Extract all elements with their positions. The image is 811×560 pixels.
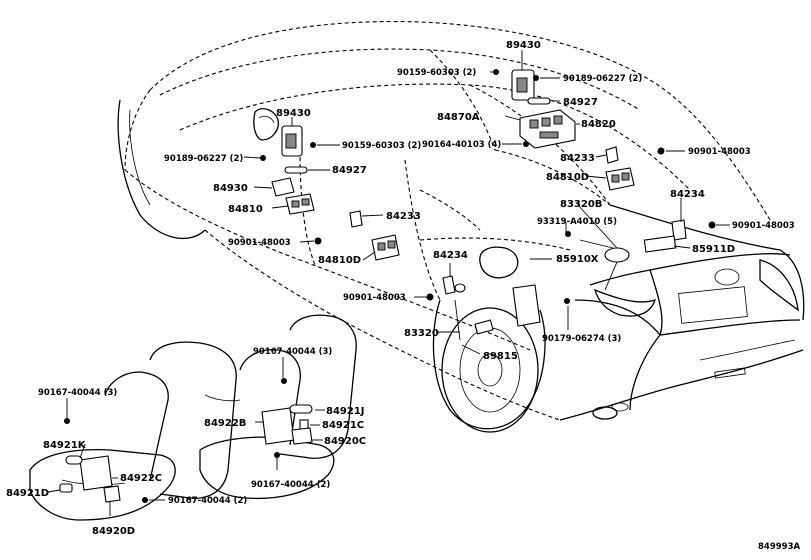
label-90901-48003-left: 90901-48003 (228, 238, 291, 248)
part-84921K (65, 455, 83, 465)
label-84927-top: 84927 (563, 97, 598, 108)
part-84233-top (605, 146, 619, 164)
bolt-icon (260, 155, 266, 161)
label-84234-mid: 84234 (433, 250, 468, 261)
label-84233-mid: 84233 (386, 211, 421, 222)
label-90167-40044-d: 90167-40044 (2) (168, 496, 247, 506)
car-body-outline (117, 21, 805, 433)
label-84820: 84820 (581, 119, 616, 130)
part-84920D (103, 485, 121, 503)
part-84233-mid (349, 210, 363, 228)
label-89430-left: 89430 (276, 108, 311, 119)
label-90179-06274: 90179-06274 (3) (542, 334, 621, 344)
parts (59, 69, 687, 503)
part-84921J (289, 404, 313, 414)
label-89815: 89815 (483, 351, 518, 362)
bolt-icon (533, 75, 539, 81)
label-90167-40044-a: 90167-40044 (3) (253, 347, 332, 357)
label-90159-60303-top: 90159-60303 (2) (397, 68, 476, 78)
part-89815 (474, 319, 494, 335)
part-84927-left (284, 166, 308, 174)
part-84234-mid (442, 275, 456, 295)
part-84810D-right (605, 167, 635, 191)
leader-lines (47, 50, 730, 516)
label-90901-48003-r2: 90901-48003 (732, 221, 795, 231)
label-84234-right: 84234 (670, 189, 705, 200)
diagram-id: 849993A (758, 542, 800, 552)
part-85911D (643, 235, 677, 253)
label-84921J: 84921J (326, 406, 365, 417)
label-85910X: 85910X (556, 254, 599, 265)
label-90901-48003-mid: 90901-48003 (343, 293, 406, 303)
bolt-icon (274, 452, 280, 458)
part-84922B (261, 407, 295, 445)
label-84870A: 84870A (437, 112, 480, 123)
label-83320: 83320 (404, 328, 439, 339)
label-84922B: 84922B (204, 418, 246, 429)
label-84810: 84810 (228, 204, 263, 215)
part-83320B (604, 247, 630, 263)
label-90164-40103: 90164-40103 (4) (422, 140, 501, 150)
label-90189-06227-left: 90189-06227 (2) (164, 154, 243, 164)
part-labels: 89430 90159-60303 (2) 90189-06227 (2) 84… (6, 40, 800, 552)
bolt-icon (523, 141, 529, 147)
part-84921D (59, 483, 73, 493)
part-84920C (291, 427, 313, 445)
bolt-icon (314, 237, 322, 245)
label-84922C: 84922C (120, 473, 162, 484)
label-84927-left: 84927 (332, 165, 367, 176)
bolt-icon (64, 418, 70, 424)
bolt-icon (281, 378, 287, 384)
label-84810D-right: 84810D (546, 172, 589, 183)
label-84921K: 84921K (43, 440, 87, 451)
label-90189-06227-top: 90189-06227 (2) (563, 74, 642, 84)
label-84930: 84930 (213, 183, 248, 194)
part-84810 (285, 193, 315, 215)
label-93319-A4010: 93319-A4010 (5) (537, 217, 617, 227)
bolt-icon (142, 497, 148, 503)
part-85910X (512, 284, 541, 327)
part-84930 (271, 177, 295, 197)
label-84921D: 84921D (6, 488, 49, 499)
bolt-icon (565, 231, 571, 237)
label-90167-40044-b: 90167-40044 (3) (38, 388, 117, 398)
bolt-icon (426, 293, 434, 301)
label-90167-40044-c: 90167-40044 (2) (251, 480, 330, 490)
part-84922C (79, 455, 113, 491)
bolt-icon (657, 147, 665, 155)
bolt-icon (564, 298, 570, 304)
label-85911D: 85911D (692, 244, 735, 255)
part-84234-right (671, 219, 687, 241)
bolt-icon (310, 142, 316, 148)
label-84921C: 84921C (322, 420, 364, 431)
label-84233-top: 84233 (560, 153, 595, 164)
label-83320B: 83320B (560, 199, 602, 210)
label-90901-48003-r1: 90901-48003 (688, 147, 751, 157)
label-84920C: 84920C (324, 436, 366, 447)
label-84920D: 84920D (92, 526, 135, 537)
label-89430-top: 89430 (506, 40, 541, 51)
fasteners (64, 69, 716, 503)
label-84810D-left: 84810D (318, 255, 361, 266)
bolt-icon (708, 221, 716, 229)
label-90159-60303-left: 90159-60303 (2) (342, 141, 421, 151)
part-84927-top (527, 97, 551, 105)
